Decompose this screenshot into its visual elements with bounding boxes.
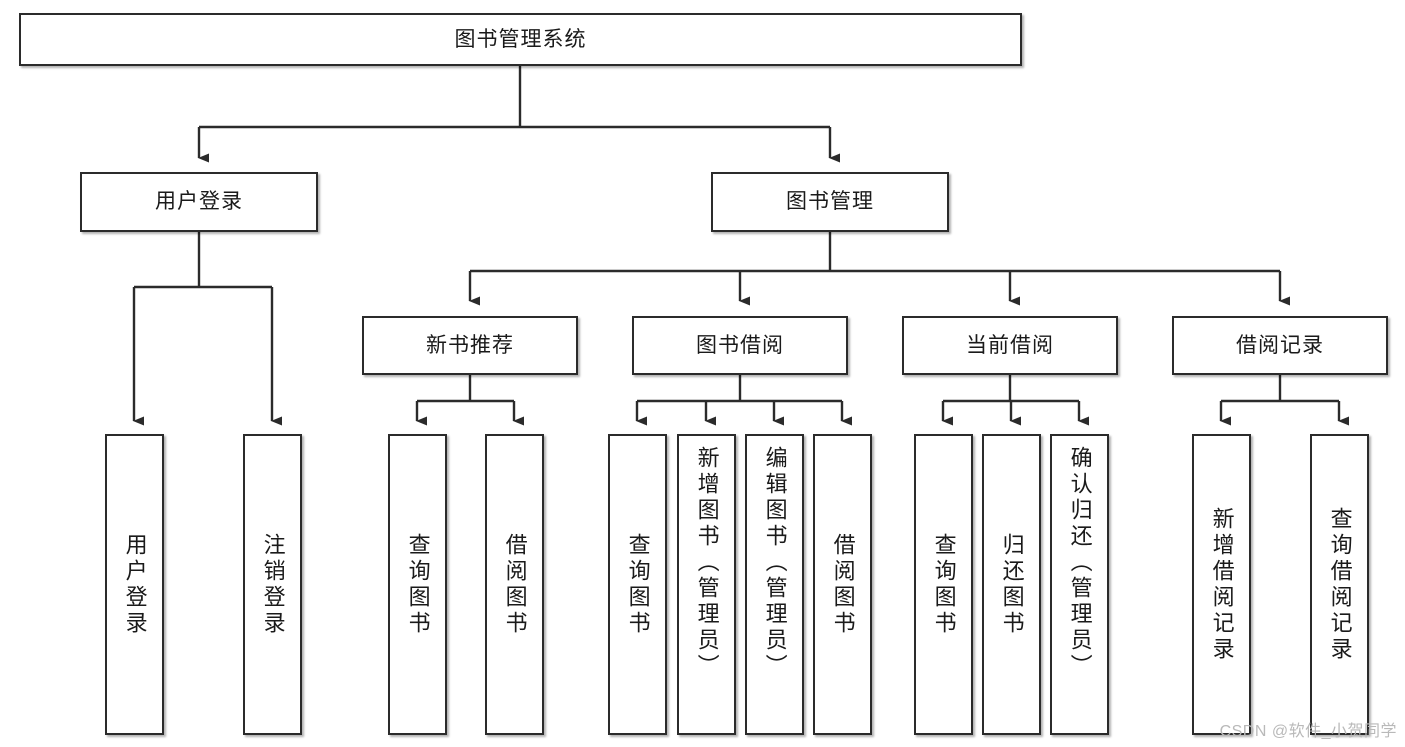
node-root-label: 图书管理系统 <box>454 27 587 51</box>
node-leaf-borrow-book-1[interactable]: 借阅图书 <box>485 434 544 735</box>
node-leaf-confirm-return-admin[interactable]: 确认归还（管理员） <box>1050 434 1109 735</box>
node-leaf-query-borrow-record[interactable]: 查询借阅记录 <box>1310 434 1369 735</box>
node-leaf-query-book-3[interactable]: 查询图书 <box>914 434 973 735</box>
node-book-borrow[interactable]: 图书借阅 <box>632 316 848 375</box>
node-leaf-return-book-label: 归还图书 <box>999 532 1025 637</box>
node-leaf-edit-book-admin-label: 编辑图书（管理员） <box>762 446 788 680</box>
node-book-borrow-label: 图书借阅 <box>696 333 784 357</box>
node-leaf-query-book-3-label: 查询图书 <box>931 532 957 637</box>
node-leaf-logout-login[interactable]: 注销登录 <box>243 434 302 735</box>
node-leaf-add-borrow-record-label: 新增借阅记录 <box>1209 506 1235 663</box>
node-leaf-return-book[interactable]: 归还图书 <box>982 434 1041 735</box>
node-leaf-borrow-book-2[interactable]: 借阅图书 <box>813 434 872 735</box>
node-leaf-logout-login-label: 注销登录 <box>260 532 286 637</box>
node-leaf-confirm-return-admin-label: 确认归还（管理员） <box>1067 446 1093 680</box>
node-leaf-edit-book-admin[interactable]: 编辑图书（管理员） <box>745 434 804 735</box>
node-leaf-borrow-book-2-label: 借阅图书 <box>830 532 856 637</box>
node-leaf-query-book-1[interactable]: 查询图书 <box>388 434 447 735</box>
node-user-login[interactable]: 用户登录 <box>80 172 318 232</box>
node-root[interactable]: 图书管理系统 <box>19 13 1022 66</box>
node-leaf-query-borrow-record-label: 查询借阅记录 <box>1327 506 1353 663</box>
node-new-book-recommend[interactable]: 新书推荐 <box>362 316 578 375</box>
node-current-borrow[interactable]: 当前借阅 <box>902 316 1118 375</box>
node-leaf-add-book-admin[interactable]: 新增图书（管理员） <box>677 434 736 735</box>
node-leaf-borrow-book-1-label: 借阅图书 <box>502 532 528 637</box>
node-leaf-add-borrow-record[interactable]: 新增借阅记录 <box>1192 434 1251 735</box>
node-leaf-query-book-1-label: 查询图书 <box>405 532 431 637</box>
node-leaf-query-book-2[interactable]: 查询图书 <box>608 434 667 735</box>
node-leaf-user-login[interactable]: 用户登录 <box>105 434 164 735</box>
watermark: CSDN @软件_小贺同学 <box>1219 723 1397 740</box>
node-leaf-query-book-2-label: 查询图书 <box>625 532 651 637</box>
node-user-login-label: 用户登录 <box>155 190 243 214</box>
node-current-borrow-label: 当前借阅 <box>966 333 1054 357</box>
node-leaf-user-login-label: 用户登录 <box>122 532 148 637</box>
node-borrow-record[interactable]: 借阅记录 <box>1172 316 1388 375</box>
node-new-book-recommend-label: 新书推荐 <box>426 333 514 357</box>
node-book-manage-label: 图书管理 <box>786 190 874 214</box>
node-leaf-add-book-admin-label: 新增图书（管理员） <box>694 446 720 680</box>
node-borrow-record-label: 借阅记录 <box>1236 333 1324 357</box>
node-book-manage[interactable]: 图书管理 <box>711 172 949 232</box>
